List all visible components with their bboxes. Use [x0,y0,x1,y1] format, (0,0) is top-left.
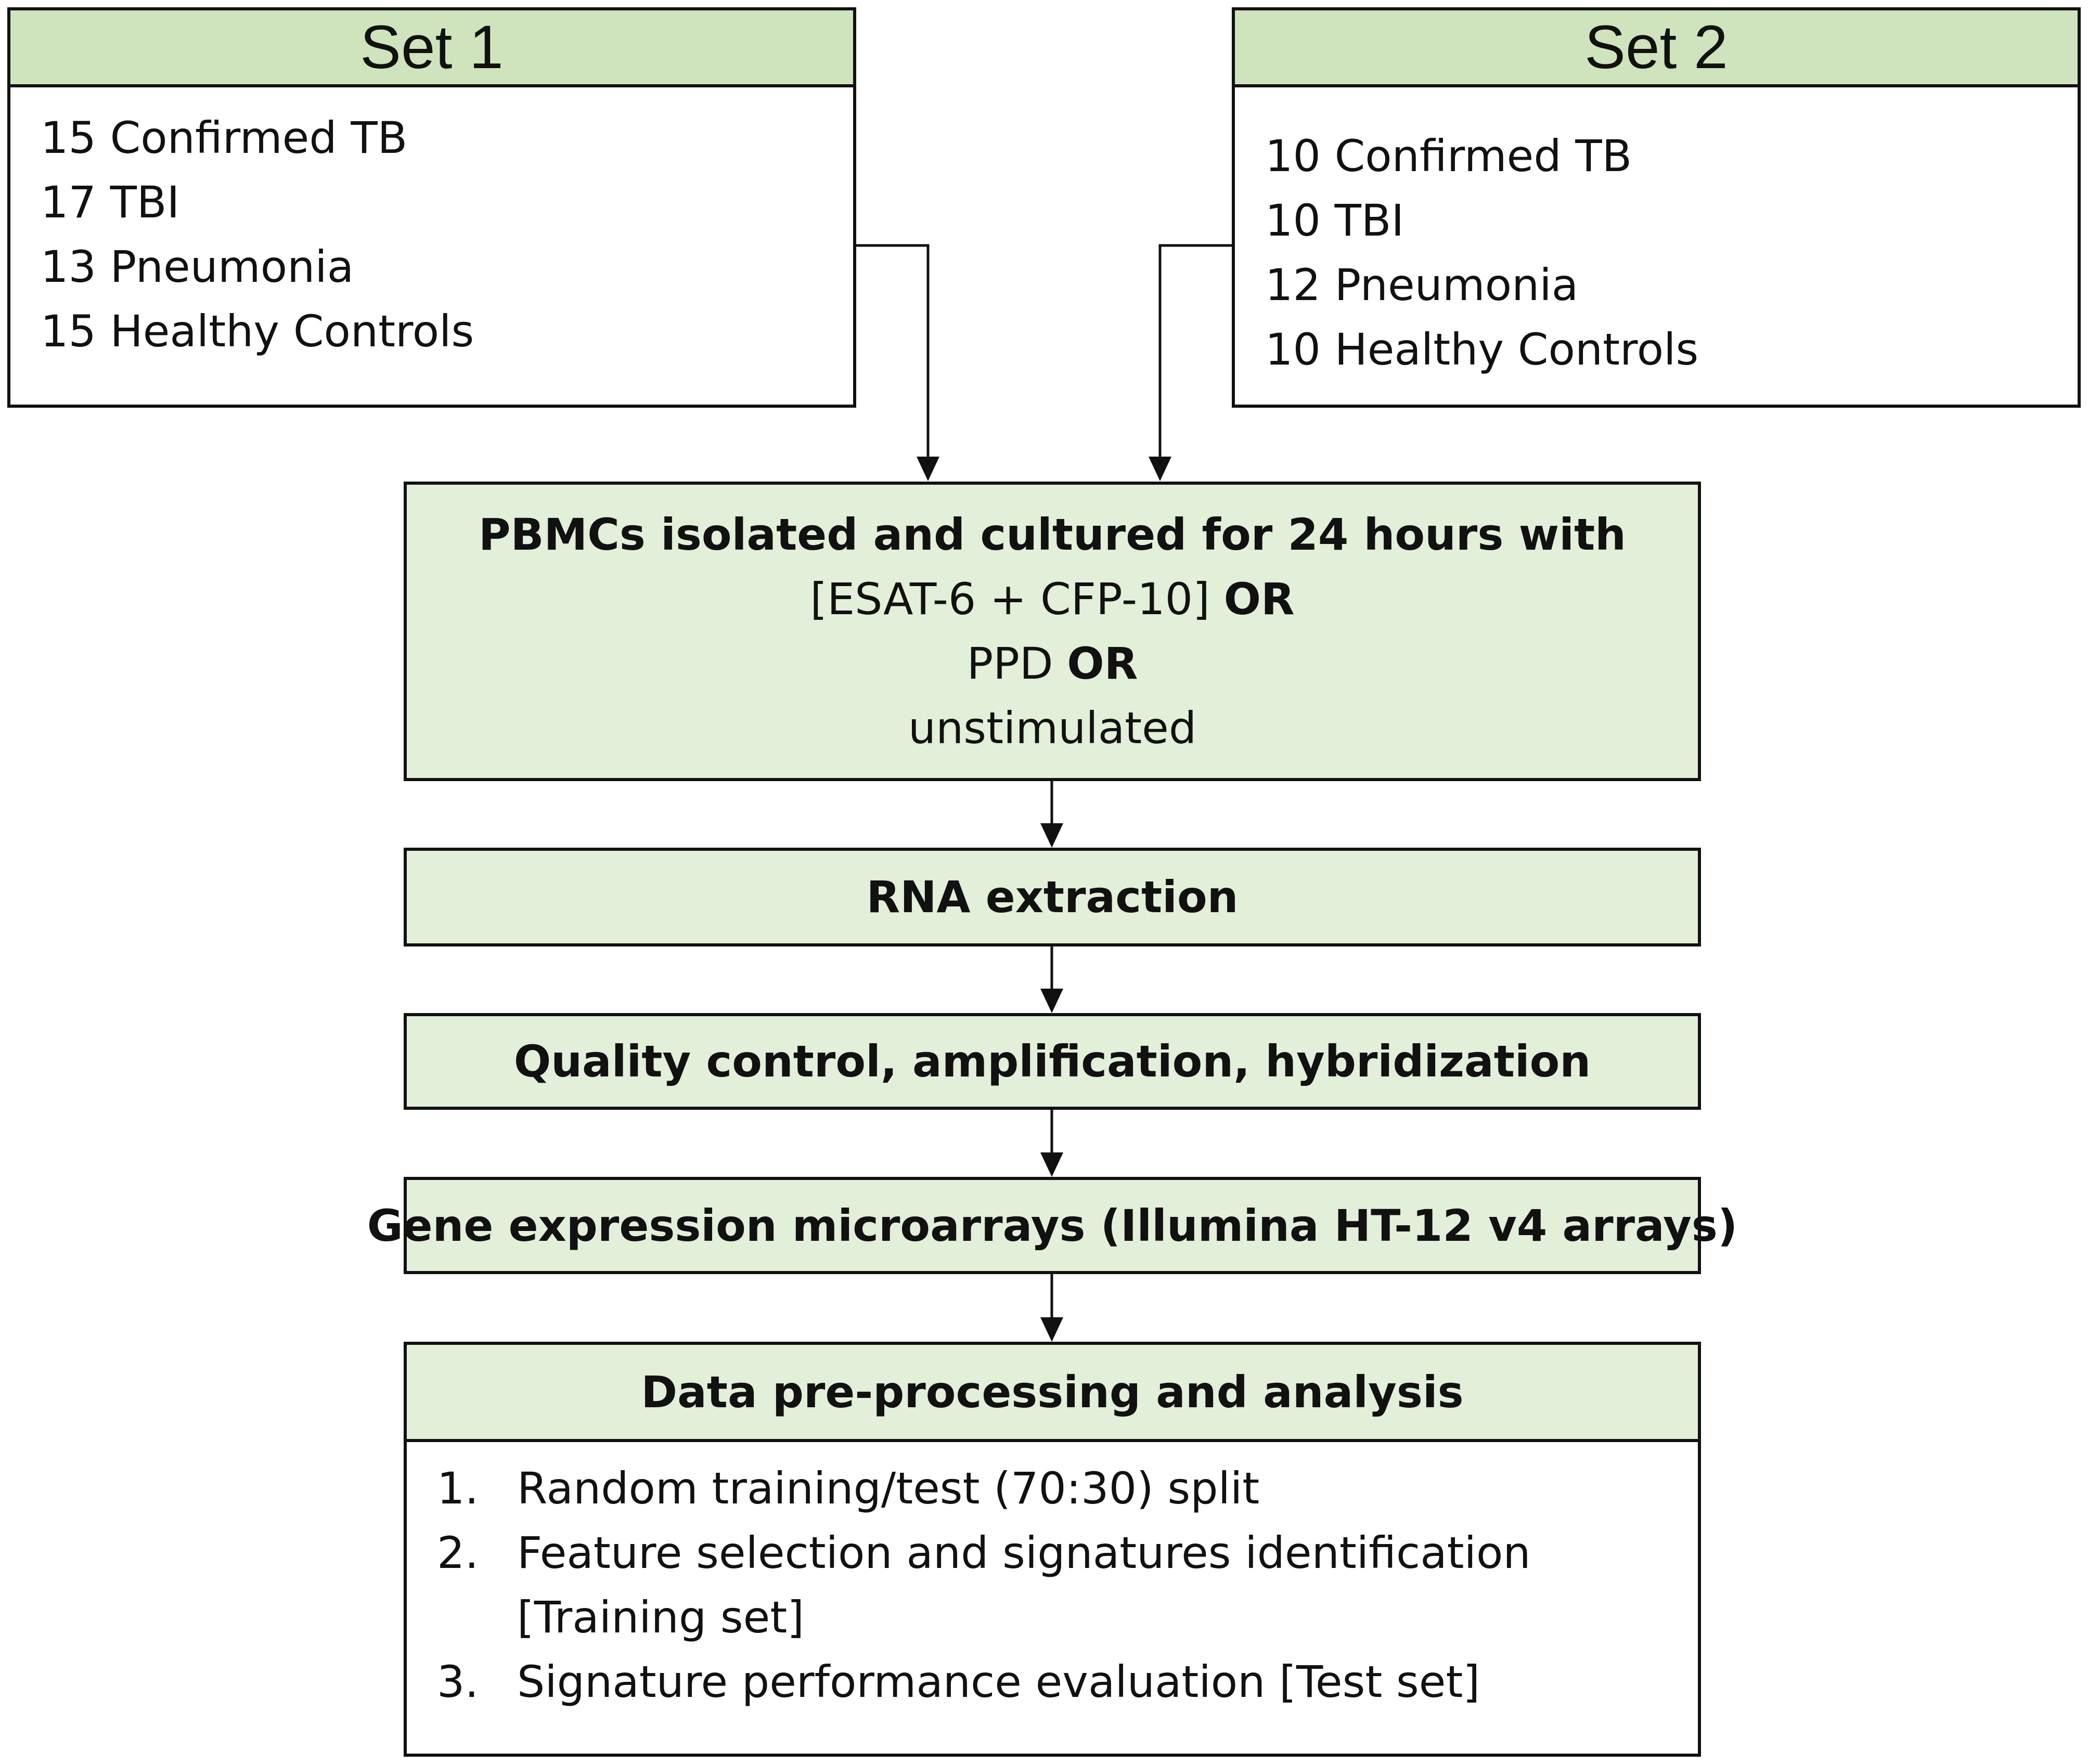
step-text: Feature selection and signatures identif… [517,1527,1531,1578]
pbmc-line-4: unstimulated [908,703,1197,754]
pbmc-line-3: PPD OR [967,631,1138,696]
quality-control-box: Quality control, amplification, hybridiz… [404,1013,1701,1110]
pbmc-line-1: PBMCs isolated and cultured for 24 hours… [479,509,1626,560]
set2-header: Set 2 [1235,10,2078,87]
list-item: 12 Pneumonia [1265,260,1579,310]
rna-extraction-label: RNA extraction [866,872,1239,923]
arrow-set1-to-pbmc [855,244,939,481]
list-item: 15 Healthy Controls [41,306,474,357]
analysis-title: Data pre-processing and analysis [641,1366,1464,1418]
arrow-microarray-to-analysis [1040,1274,1063,1342]
step-text: Signature performance evaluation [Test s… [517,1656,1480,1707]
arrow-qc-to-microarray [1040,1110,1063,1177]
quality-control-label: Quality control, amplification, hybridiz… [513,1036,1591,1087]
analysis-box: Data pre-processing and analysis 1. Rand… [404,1342,1701,1757]
set2-title: Set 2 [1584,13,1728,82]
list-item: 10 Healthy Controls [1265,324,1699,375]
list-item: 10 Confirmed TB [1265,131,1632,181]
step-number: 2. [437,1527,479,1578]
rna-extraction-box: RNA extraction [404,848,1701,946]
list-item: 3. Signature performance evaluation [Tes… [437,1650,1677,1714]
pbmc-line-2-text: [ESAT-6 + CFP-10] [810,574,1224,625]
list-item: 13 Pneumonia [41,241,354,292]
step-number: 3. [437,1656,479,1707]
pbmc-line-2-or: OR [1223,574,1295,625]
list-item: 1. Random training/test (70:30) split [437,1456,1677,1521]
set1-box: Set 1 15 Confirmed TB 17 TBI 13 Pneumoni… [7,7,856,408]
set1-header: Set 1 [10,10,853,87]
microarray-box: Gene expression microarrays (Illumina HT… [367,1177,1738,1274]
list-item: 15 Confirmed TB [41,112,408,163]
list-item: 2. Feature selection and signatures iden… [437,1521,1677,1650]
arrow-set2-to-pbmc [1149,244,1233,481]
step-text: Random training/test (70:30) split [517,1463,1260,1514]
analysis-header: Data pre-processing and analysis [407,1345,1698,1442]
set2-list: 10 Confirmed TB 10 TBI 12 Pneumonia 10 H… [1265,124,1698,382]
pbmc-line-3-text: PPD [966,638,1067,689]
analysis-steps: 1. Random training/test (70:30) split 2.… [437,1456,1677,1714]
set1-list: 15 Confirmed TB 17 TBI 13 Pneumonia 15 H… [41,106,474,364]
microarray-label: Gene expression microarrays (Illumina HT… [367,1200,1738,1251]
list-item: 10 TBI [1265,195,1404,246]
step-text-continued: [Training set] [517,1592,805,1643]
set1-title: Set 1 [360,13,504,82]
pbmc-line-2: [ESAT-6 + CFP-10] OR [810,567,1294,631]
arrow-rna-to-qc [1040,945,1063,1013]
pbmc-line-3-or: OR [1067,638,1138,689]
list-item: 17 TBI [41,177,180,228]
set2-box: Set 2 10 Confirmed TB 10 TBI 12 Pneumoni… [1232,7,2081,408]
pbmc-culture-box: PBMCs isolated and cultured for 24 hours… [404,482,1701,781]
step-number: 1. [437,1463,479,1514]
pbmc-culture-text: PBMCs isolated and cultured for 24 hours… [407,485,1698,778]
arrow-pbmc-to-rna [1040,781,1063,848]
